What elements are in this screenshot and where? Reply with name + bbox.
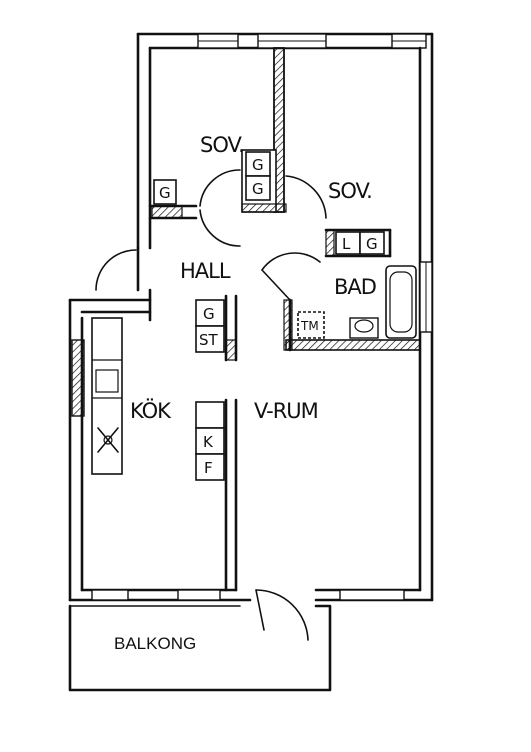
- fixture-box-g-st-hall: G ST: [195, 299, 225, 353]
- fixture-st-hall: ST: [199, 331, 219, 349]
- room-label-hall: HALL: [180, 259, 231, 283]
- fixture-tm: TM: [300, 319, 319, 333]
- kitchen-counter: [91, 317, 123, 475]
- room-label-sov-1: SOV.: [200, 133, 244, 157]
- fixture-l: L: [342, 235, 351, 253]
- window-right: [419, 261, 433, 333]
- bathroom-fixtures: [349, 265, 417, 339]
- window-bottom-2: [177, 589, 221, 601]
- fixture-f: F: [204, 459, 213, 477]
- window-bottom-3: [339, 589, 405, 601]
- window-top-1: [197, 33, 239, 49]
- fixture-g-bad: G: [366, 235, 378, 253]
- room-label-vardagsrum: V-RUM: [254, 399, 318, 423]
- fixture-box-g-sov1: G: [153, 179, 177, 205]
- window-bottom-1: [91, 589, 129, 601]
- doors: [95, 169, 327, 641]
- fixture-g-hall: G: [203, 305, 215, 323]
- fixture-g-closet-top: G: [252, 156, 264, 174]
- outer-walls: [68, 32, 434, 602]
- fixture-k: K: [203, 433, 214, 451]
- window-top-2: [257, 33, 327, 49]
- fixture-box-g-closet: G G: [245, 151, 271, 201]
- room-label-sov-2: SOV.: [328, 179, 372, 203]
- fixture-box-k-f: K F: [195, 401, 225, 481]
- fixture-g-closet-bottom: G: [252, 180, 264, 198]
- fixture-box-tm: TM: [297, 311, 325, 339]
- fixture-box-l-g: L G: [335, 231, 385, 255]
- room-label-balkong: BALKONG: [114, 634, 196, 653]
- balcony: [68, 604, 332, 692]
- fixture-g-sov1: G: [159, 184, 171, 202]
- room-label-bad: BAD: [334, 275, 376, 299]
- window-top-3: [391, 33, 427, 49]
- room-label-kok: KÖK: [130, 398, 172, 423]
